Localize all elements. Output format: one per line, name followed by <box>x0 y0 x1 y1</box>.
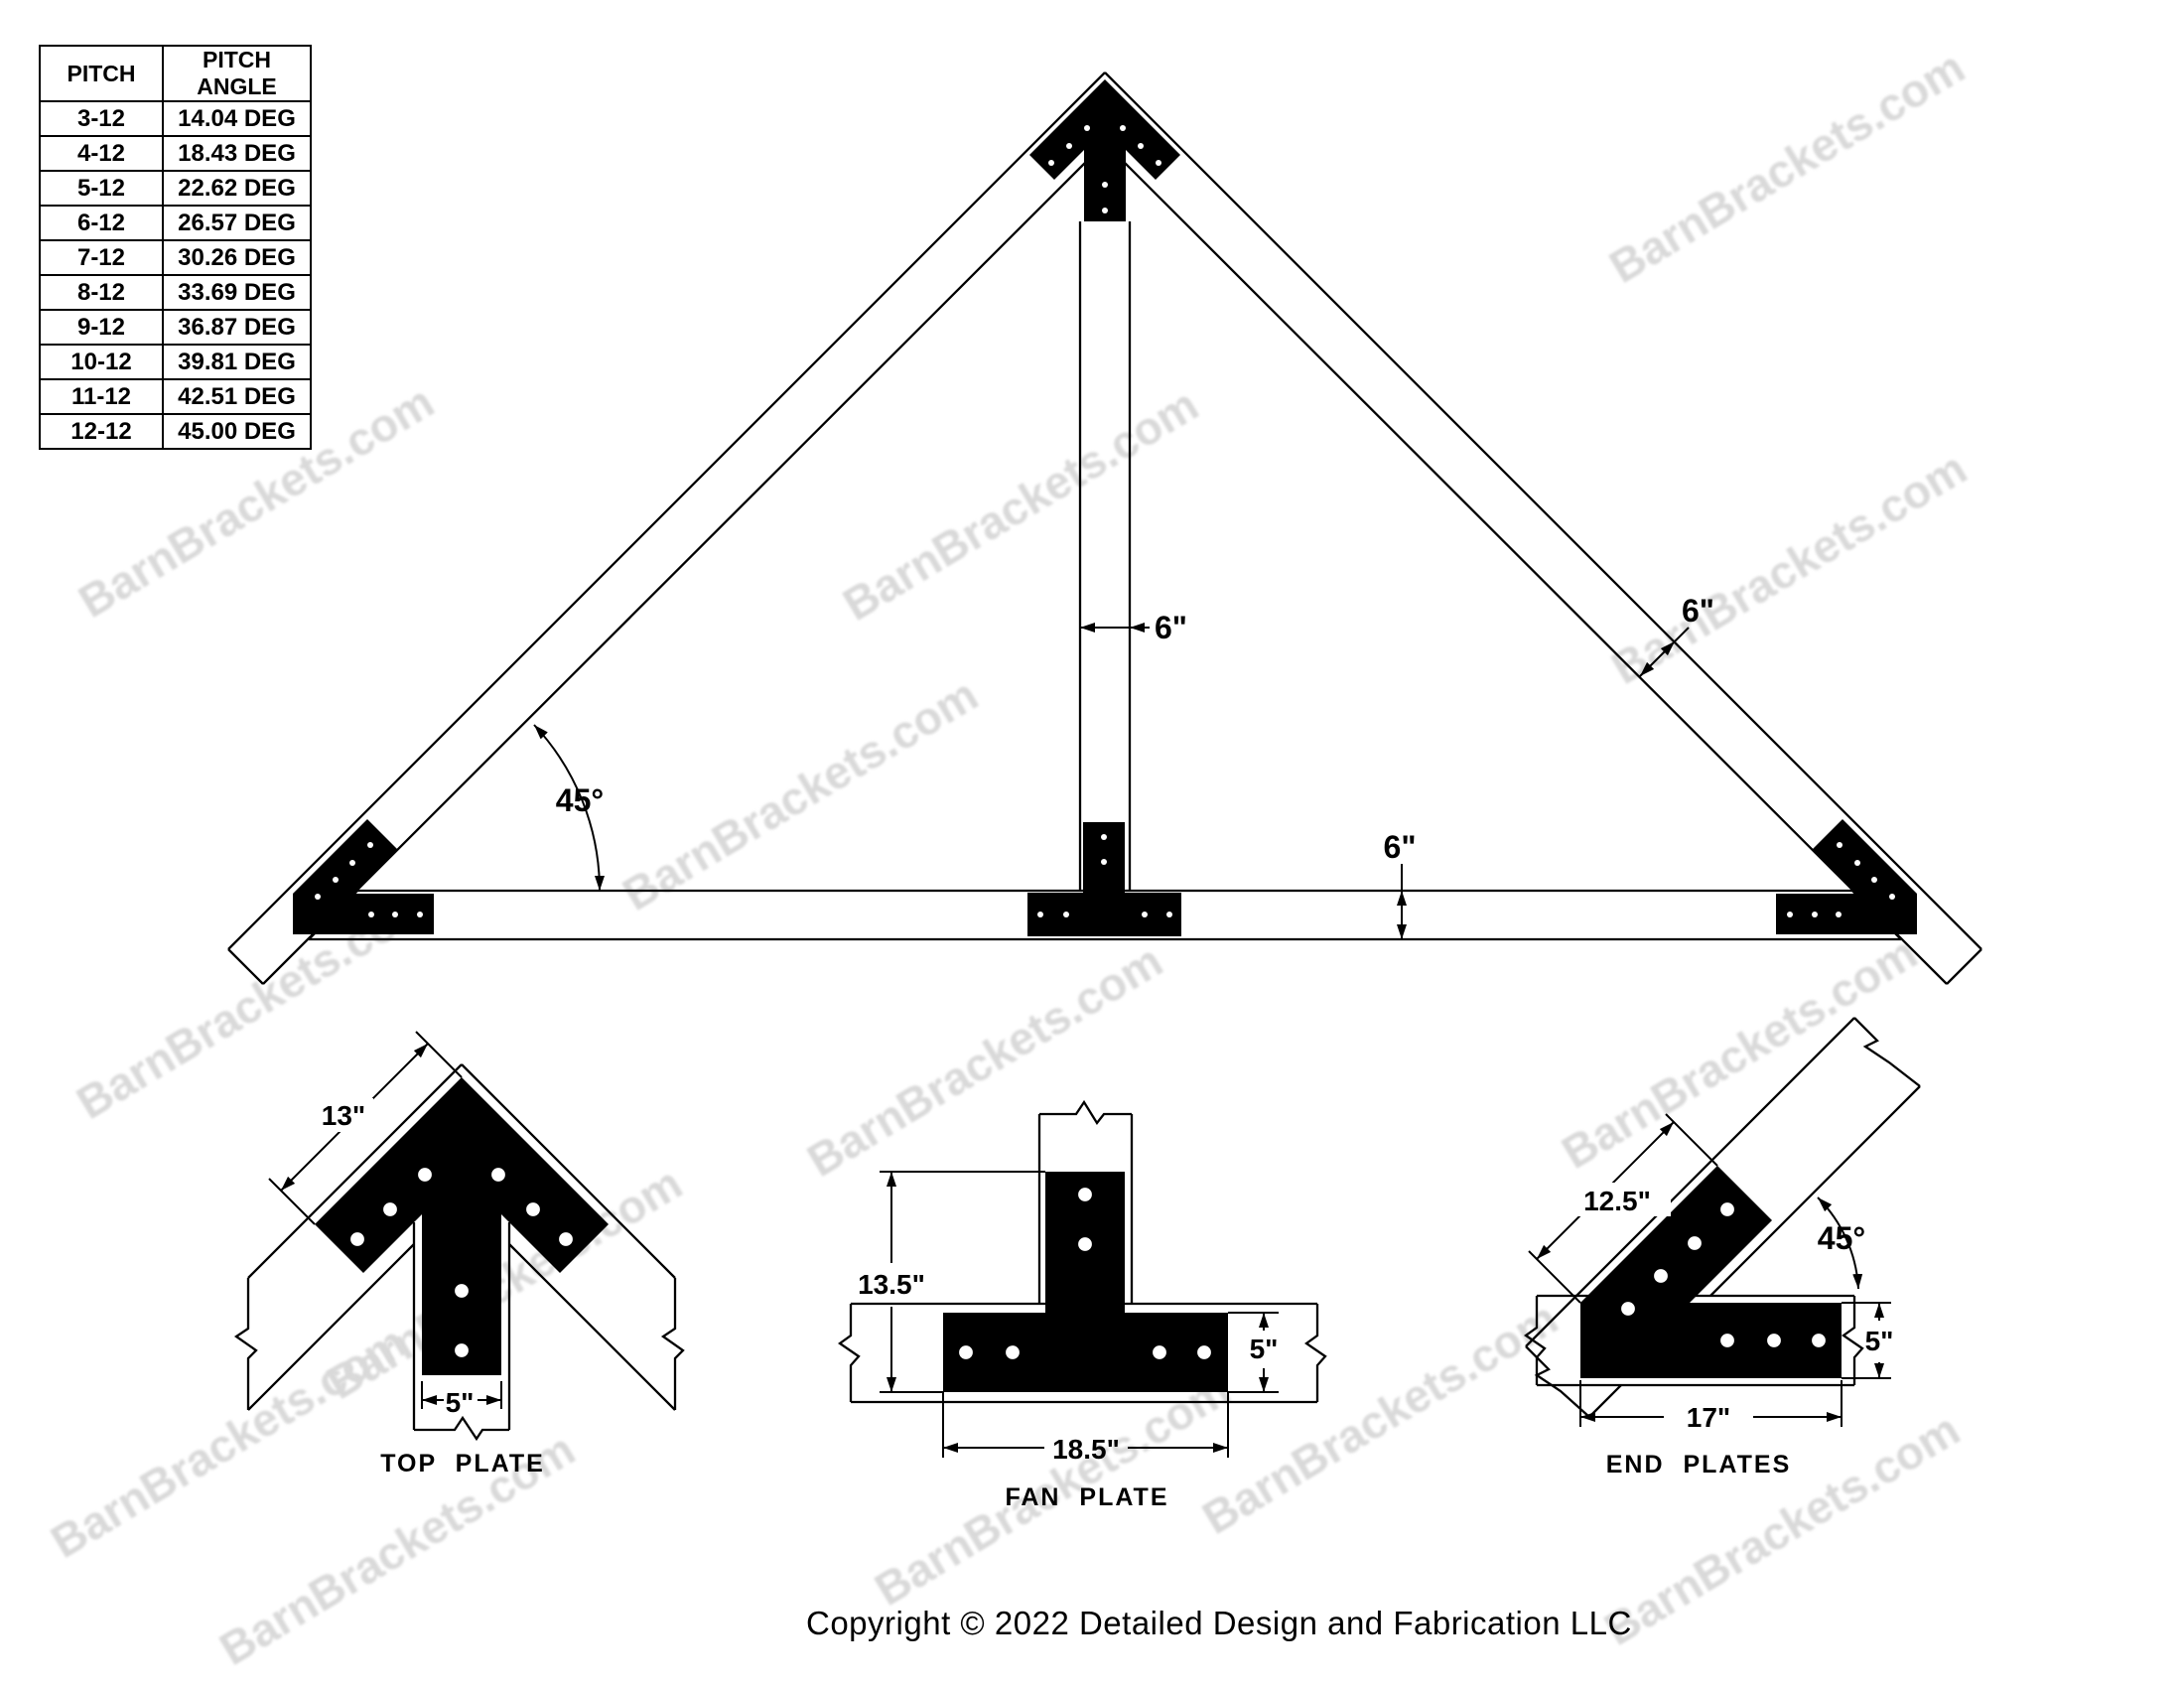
fan-plate-outline <box>943 1172 1228 1392</box>
truss-timber-outlines <box>227 71 1982 985</box>
rafter-depth-value: 6" <box>1682 593 1714 629</box>
end-plates-depth-dim: 5" <box>1842 1302 1894 1379</box>
chord-depth-dim: 6" <box>1384 829 1417 939</box>
top-plate-edge-dim: 13" <box>268 1031 463 1225</box>
king-post-width-value: 6" <box>1155 610 1187 645</box>
pitch-angle-cell: 26.57 DEG <box>162 205 312 241</box>
fan-plate-detail: 13.5" 5" 18.5" FAN PLATE <box>838 1099 1327 1511</box>
pitch-angle-cell: 14.04 DEG <box>162 100 312 137</box>
top-plate-label: TOP PLATE <box>380 1450 545 1477</box>
end-plates-length-dim: 17" <box>1579 1380 1843 1433</box>
end-plates-arm-value: 12.5" <box>1583 1186 1651 1216</box>
pitch-cell: 12-12 <box>39 413 164 450</box>
rafter-depth-dim: 6" <box>1639 593 1714 677</box>
fan-plate-depth-dim: 5" <box>1228 1312 1279 1393</box>
fan-plate-height-value: 13.5" <box>858 1269 925 1300</box>
truss-elevation: 6" 6" 6" 45° <box>227 71 1982 985</box>
plate-bolt-holes <box>315 125 1895 917</box>
pitch-cell: 4-12 <box>39 135 164 172</box>
pitch-cell: 5-12 <box>39 170 164 207</box>
pitch-angle-cell: 42.51 DEG <box>162 378 312 415</box>
pitch-angle-header: PITCH ANGLE <box>162 45 312 102</box>
end-plates-detail: 12.5" 45° 5" 17" END PLATES <box>1524 1017 1921 1478</box>
top-plate-slot-value: 5" <box>446 1387 475 1418</box>
top-plate-detail: 13" 5" TOP PLATE <box>233 1031 685 1477</box>
pitch-table-header-row: PITCH PITCH ANGLE <box>39 45 312 102</box>
end-plates-length-value: 17" <box>1687 1402 1730 1433</box>
chord-depth-value: 6" <box>1384 829 1417 865</box>
end-plates-angle-value: 45° <box>1818 1220 1865 1256</box>
end-plates-label: END PLATES <box>1606 1451 1792 1478</box>
pitch-header: PITCH <box>39 45 164 102</box>
pitch-angle-cell: 33.69 DEG <box>162 274 312 311</box>
end-plates-outline <box>1580 1166 1842 1378</box>
pitch-cell: 6-12 <box>39 205 164 241</box>
end-plates-angle-dim: 45° <box>1817 1196 1865 1290</box>
pitch-cell: 9-12 <box>39 309 164 346</box>
fan-plate-label: FAN PLATE <box>1005 1483 1168 1511</box>
top-plate-slot-dim: 5" <box>421 1381 502 1418</box>
pitch-angle-value: 45° <box>556 782 604 818</box>
pitch-angle-dim: 45° <box>533 724 606 892</box>
fan-plate-length-value: 18.5" <box>1052 1434 1120 1465</box>
pitch-cell: 3-12 <box>39 100 164 137</box>
right-end-plate <box>1776 819 1917 934</box>
left-end-plate <box>293 819 434 934</box>
pitch-cell: 8-12 <box>39 274 164 311</box>
pitch-cell: 10-12 <box>39 344 164 380</box>
fan-plate-height-dim: 13.5" <box>858 1171 1045 1393</box>
king-post-width-dim: 6" <box>1080 610 1187 645</box>
pitch-cell: 11-12 <box>39 378 164 415</box>
pitch-angle-cell: 30.26 DEG <box>162 239 312 276</box>
fan-plate-length-dim: 18.5" <box>942 1392 1229 1465</box>
top-plate-edge-value: 13" <box>322 1100 365 1131</box>
pitch-angle-cell: 36.87 DEG <box>162 309 312 346</box>
end-plates-arm-dim: 12.5" <box>1528 1113 1718 1304</box>
fan-plate-depth-value: 5" <box>1250 1334 1279 1364</box>
apex-top-plate <box>1029 79 1180 221</box>
copyright-text: Copyright © 2022 Detailed Design and Fab… <box>806 1605 1632 1641</box>
pitch-angle-cell: 22.62 DEG <box>162 170 312 207</box>
pitch-angle-cell: 18.43 DEG <box>162 135 312 172</box>
end-plates-depth-value: 5" <box>1865 1326 1894 1356</box>
pitch-cell: 7-12 <box>39 239 164 276</box>
pitch-angle-cell: 39.81 DEG <box>162 344 312 380</box>
pitch-angle-cell: 45.00 DEG <box>162 413 312 450</box>
center-fan-plate <box>1027 822 1181 936</box>
